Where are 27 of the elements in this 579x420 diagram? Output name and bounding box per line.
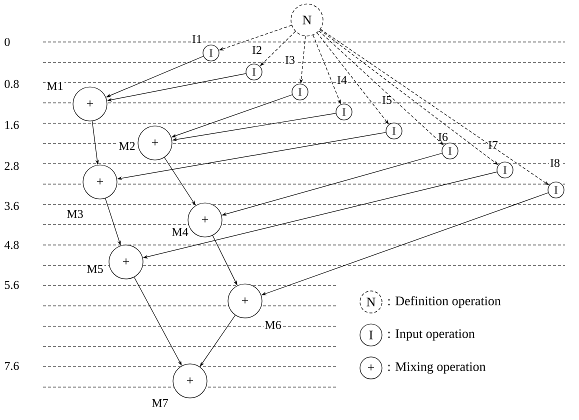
node-label: M4 <box>170 227 190 237</box>
node-label: M1 <box>46 81 64 91</box>
node-label: M5 <box>86 264 104 274</box>
axis-label: 0.8 <box>3 78 20 90</box>
legend-text: : Definition operation <box>388 296 501 308</box>
node-label: M6 <box>264 320 282 330</box>
node-label: I2 <box>251 45 263 55</box>
node-label: M7 <box>150 398 170 408</box>
axis-label: 4.8 <box>3 240 20 250</box>
axis-label: 5.6 <box>3 280 20 290</box>
legend-text: : Input operation <box>388 329 475 341</box>
node-label: I8 <box>549 158 561 168</box>
axis-label: 2.8 <box>3 160 20 172</box>
legend-text: : Mixing operation <box>388 362 486 374</box>
node-label: M3 <box>66 208 84 220</box>
node-label: I4 <box>336 75 348 85</box>
node-label: I5 <box>381 95 393 105</box>
arrow <box>316 32 389 124</box>
node-label: I6 <box>437 132 449 142</box>
node-label: M2 <box>118 141 136 151</box>
axis-label: 0 <box>3 36 12 48</box>
node-label: I1 <box>191 34 203 44</box>
axis-label: 3.6 <box>3 200 20 212</box>
axis-label: 7.6 <box>3 360 20 372</box>
node-label: I3 <box>284 54 296 66</box>
node-label: I7 <box>487 140 499 150</box>
axis-label: 1.6 <box>3 120 20 130</box>
